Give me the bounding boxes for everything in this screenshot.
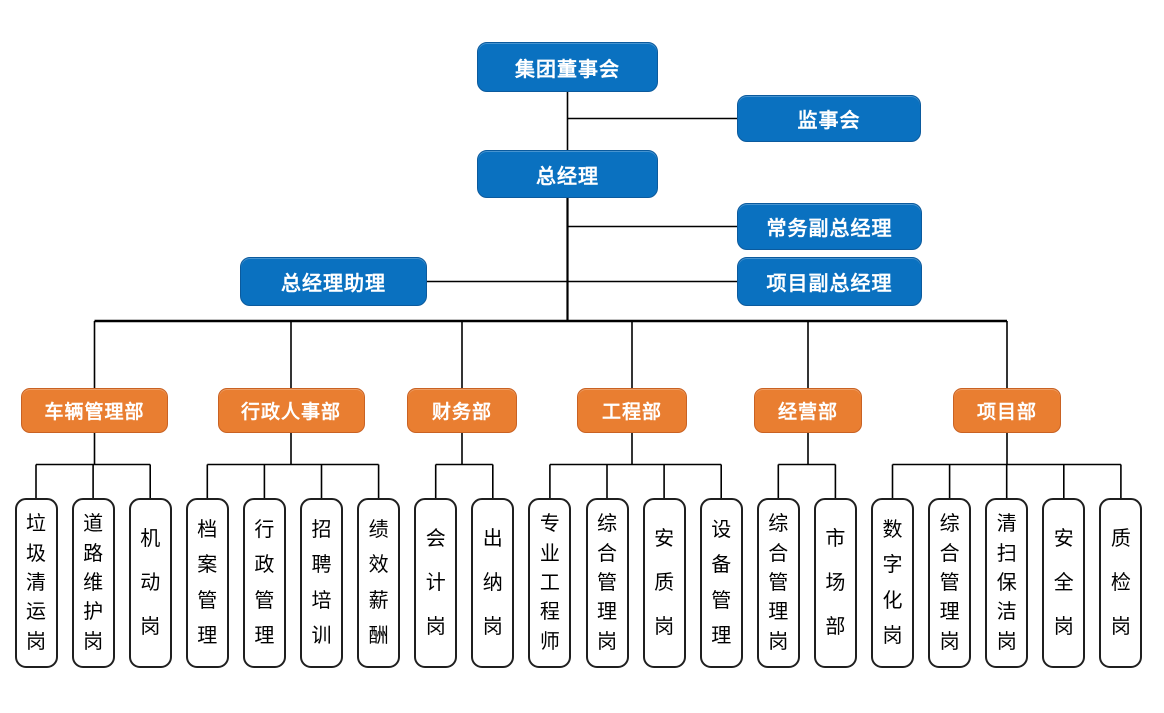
- post-node: 招聘培训: [300, 498, 343, 668]
- dept-label: 经营部: [777, 402, 838, 423]
- post-node: 综合管理岗: [928, 498, 972, 668]
- node-project-deputy-gm-label: 项目副总经理: [766, 273, 893, 295]
- post-node: 出纳岗: [471, 498, 515, 668]
- post-node: 清扫保洁岗: [985, 498, 1029, 668]
- post-node: 行政管理: [242, 498, 286, 668]
- node-dept-operations: 经营部: [754, 388, 862, 433]
- dept-label: 工程部: [601, 402, 662, 423]
- post-node: 安全岗: [1042, 498, 1086, 668]
- node-dept-engineering: 工程部: [577, 388, 687, 433]
- node-supervisory-board: 监事会: [737, 95, 921, 142]
- node-executive-deputy-gm-label: 常务副总经理: [766, 218, 893, 240]
- node-executive-deputy-gm: 常务副总经理: [737, 203, 922, 250]
- post-node: 垃圾清运岗: [14, 498, 58, 668]
- post-node: 专业工程师: [528, 498, 572, 668]
- dept-label: 行政人事部: [240, 402, 341, 423]
- post-node: 机动岗: [128, 498, 172, 668]
- post-node: 绩效薪酬: [357, 498, 401, 668]
- node-dept-finance: 财务部: [407, 388, 517, 433]
- node-dept-project: 项目部: [953, 388, 1061, 433]
- post-node: 会计岗: [414, 498, 458, 668]
- post-node: 道路维护岗: [71, 498, 115, 668]
- node-dept-admin-hr: 行政人事部: [217, 388, 365, 433]
- dept-label: 项目部: [976, 402, 1037, 423]
- post-node: 档案管理: [185, 498, 229, 668]
- post-node: 安质岗: [642, 498, 686, 668]
- post-node: 综合管理岗: [585, 498, 629, 668]
- post-node: 质检岗: [1099, 498, 1143, 668]
- node-board: 集团董事会: [477, 42, 658, 92]
- post-node: 综合管理岗: [756, 498, 800, 668]
- dept-label: 财务部: [431, 402, 492, 423]
- node-board-label: 集团董事会: [515, 58, 620, 81]
- node-general-manager: 总经理: [477, 150, 658, 198]
- node-general-manager-label: 总经理: [536, 165, 599, 188]
- node-supervisory-board-label: 监事会: [797, 110, 861, 132]
- node-dept-vehicle-management: 车辆管理部: [21, 388, 168, 433]
- node-gm-assistant-label: 总经理助理: [281, 273, 386, 295]
- post-node: 设备管理: [699, 498, 743, 668]
- dept-label: 车辆管理部: [44, 402, 145, 423]
- node-project-deputy-gm: 项目副总经理: [737, 257, 922, 306]
- post-node: 数字化岗: [871, 498, 914, 668]
- node-gm-assistant: 总经理助理: [240, 257, 427, 306]
- post-node: 市场部: [813, 498, 857, 668]
